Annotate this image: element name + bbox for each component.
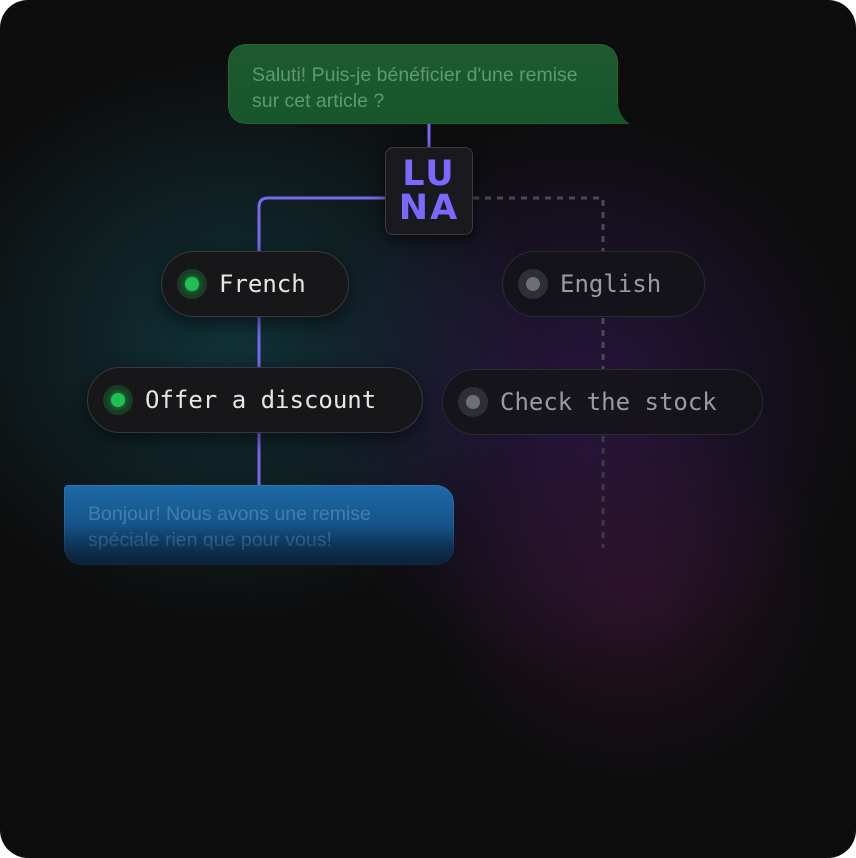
- active-status-dot: [103, 385, 133, 415]
- branch-offer-discount[interactable]: Offer a discount: [87, 367, 423, 433]
- branch-english-label: English: [560, 270, 662, 298]
- hub-logo-line2: NA: [398, 188, 460, 228]
- wire-hub-to-english: [473, 196, 605, 252]
- inactive-status-dot: [458, 387, 488, 417]
- branch-french-label: French: [219, 270, 306, 298]
- hub-logo-line1: LU: [402, 154, 456, 194]
- branch-check-stock-label: Check the stock: [500, 388, 717, 416]
- branch-english[interactable]: English: [502, 251, 705, 317]
- incoming-message-bubble: Saluti! Puis-je bénéficier d'une remise …: [228, 44, 618, 124]
- reply-message-bubble: Bonjour! Nous avons une remise spéciale …: [64, 485, 454, 565]
- branch-check-stock[interactable]: Check the stock: [442, 369, 763, 435]
- incoming-bubble-tail: [600, 104, 630, 124]
- incoming-message-text: Saluti! Puis-je bénéficier d'une remise …: [252, 64, 578, 112]
- branch-french[interactable]: French: [161, 251, 349, 317]
- reply-fade-overlay: [64, 525, 454, 565]
- luna-hub-node[interactable]: LU NA: [385, 147, 473, 235]
- branch-offer-discount-label: Offer a discount: [145, 386, 377, 414]
- inactive-status-dot: [518, 269, 548, 299]
- active-status-dot: [177, 269, 207, 299]
- wire-hub-to-french: [257, 196, 385, 252]
